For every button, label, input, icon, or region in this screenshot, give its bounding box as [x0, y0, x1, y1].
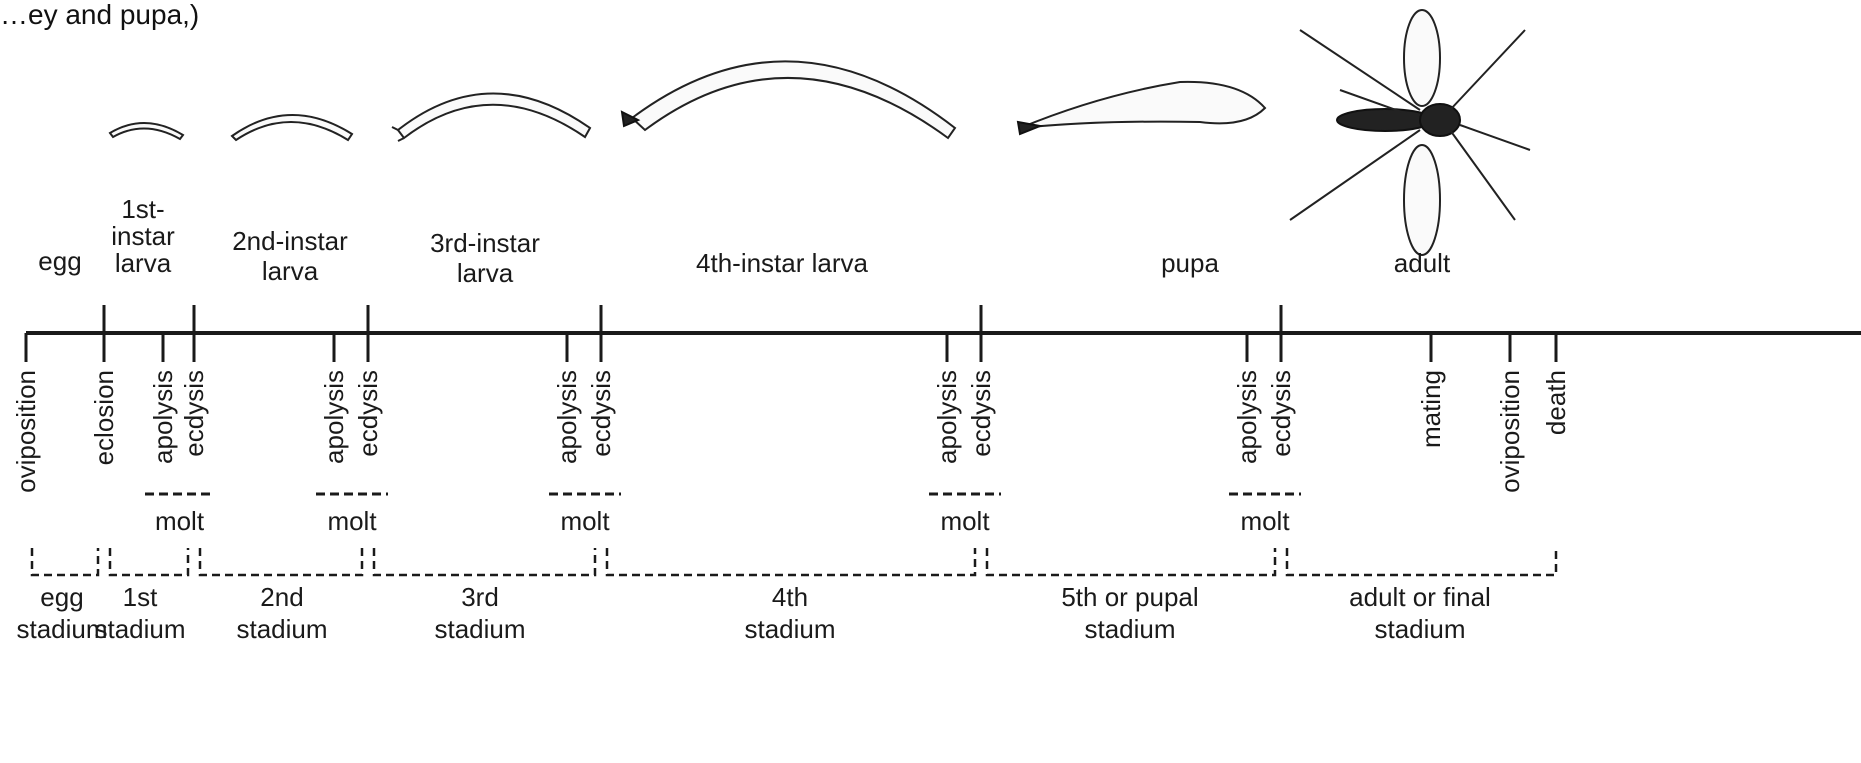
stage-label-instar3: larva: [457, 258, 514, 288]
stadium-label-s3: stadium: [434, 614, 525, 644]
event-label-ecdysis: ecdysis: [1266, 370, 1296, 457]
stage-label-instar1: 1st-: [121, 194, 164, 224]
stage-label-adult: adult: [1394, 248, 1451, 278]
stadium-label-s4: stadium: [744, 614, 835, 644]
molt-label: molt: [155, 506, 205, 536]
molt-label: molt: [940, 506, 990, 536]
stadium-label-s3: 3rd: [461, 582, 499, 612]
stadium-bracket-s1: [110, 548, 188, 575]
event-label-eclosion: eclosion: [89, 370, 119, 465]
stage-label-instar1: instar: [111, 221, 175, 251]
event-label-apolysis: apolysis: [552, 370, 582, 464]
stage-labels: egg1st-instarlarva2nd-instarlarva3rd-ins…: [38, 194, 1451, 288]
stage-label-instar2: 2nd-instar: [232, 226, 348, 256]
stadium-bracket-s4: [607, 548, 975, 575]
event-label-oviposition: oviposition: [1495, 370, 1525, 493]
stage-label-instar1: larva: [115, 248, 172, 278]
event-label-mating: mating: [1416, 370, 1446, 448]
stage-label-instar3: 3rd-instar: [430, 228, 540, 258]
stadium-label-s2: stadium: [236, 614, 327, 644]
second-instar-larva-illustration: [232, 115, 352, 140]
stage-label-instar4: 4th-instar larva: [696, 248, 868, 278]
first-instar-larva-illustration: [110, 123, 183, 139]
stadium-label-s4: 4th: [772, 582, 808, 612]
event-label-ecdysis: ecdysis: [586, 370, 616, 457]
stadium-label-s1: stadium: [94, 614, 185, 644]
event-label-ecdysis: ecdysis: [353, 370, 383, 457]
molt-label: molt: [560, 506, 610, 536]
molt-label: molt: [1240, 506, 1290, 536]
event-label-apolysis: apolysis: [932, 370, 962, 464]
event-label-apolysis: apolysis: [1232, 370, 1262, 464]
fourth-instar-larva-illustration: [622, 61, 955, 138]
stage-label-egg: egg: [38, 246, 81, 276]
event-label-apolysis: apolysis: [319, 370, 349, 464]
stadium-label-adult: stadium: [1374, 614, 1465, 644]
stadium-bracket-s3: [374, 548, 595, 575]
stadium-bracket-s2: [200, 548, 362, 575]
event-label-ecdysis: ecdysis: [179, 370, 209, 457]
stadium-label-s5: stadium: [1084, 614, 1175, 644]
stage-label-instar2: larva: [262, 256, 319, 286]
stage-boundary-ticks: [104, 305, 1281, 345]
molt-brackets: molt molt molt molt molt: [145, 494, 1301, 536]
third-instar-larva-illustration: [392, 93, 590, 141]
stadium-brackets: eggstadium1ststadium2ndstadium3rdstadium…: [16, 548, 1556, 644]
stage-label-pupa: pupa: [1161, 248, 1219, 278]
stadium-bracket-s5: [987, 548, 1275, 575]
pupa-illustration: [1018, 82, 1265, 134]
stadium-label-s1: 1st: [123, 582, 158, 612]
stadium-label-adult: adult or final: [1349, 582, 1491, 612]
stadium-label-s5: 5th or pupal: [1061, 582, 1198, 612]
event-label-apolysis: apolysis: [148, 370, 178, 464]
stadium-label-s2: 2nd: [260, 582, 303, 612]
event-label-oviposition: oviposition: [11, 370, 41, 493]
adult-illustration: [1290, 10, 1530, 255]
stadium-label-egg: egg: [40, 582, 83, 612]
molt-label: molt: [327, 506, 377, 536]
top-caption: …ey and pupa,): [0, 0, 199, 30]
stadium-bracket-adult: [1287, 548, 1556, 575]
stadium-bracket-egg: [32, 548, 98, 575]
event-label-ecdysis: ecdysis: [966, 370, 996, 457]
event-label-death: death: [1541, 370, 1571, 435]
